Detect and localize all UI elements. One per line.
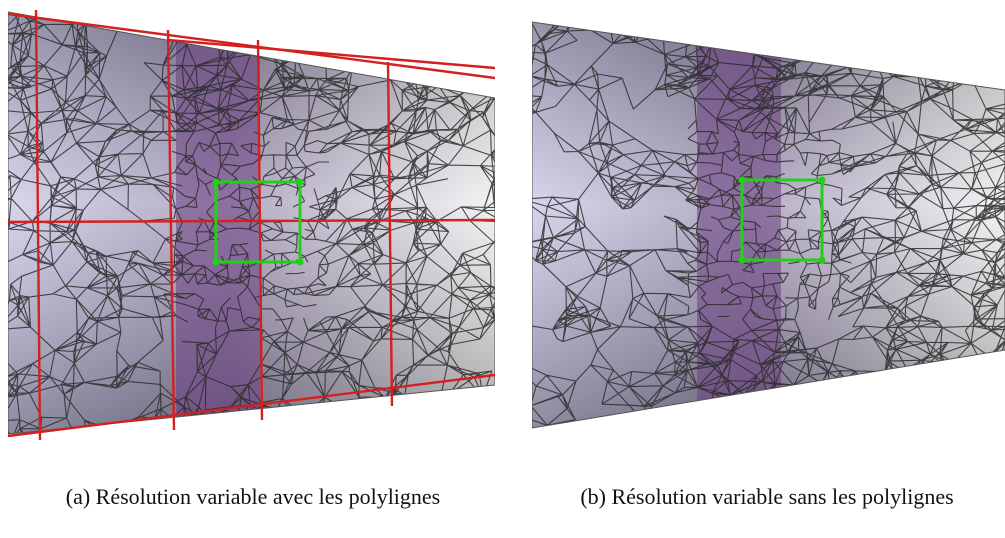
selection-handle — [738, 176, 746, 184]
mesh-wireframe — [532, 22, 1005, 428]
selection-rectangle — [212, 178, 304, 266]
caption-a: (a) Résolution variable avec les polylig… — [65, 484, 441, 509]
polyline-grid — [8, 10, 495, 440]
figure-b — [532, 20, 1005, 440]
selection-handle — [818, 256, 826, 264]
caption-b: (b) Résolution variable sans les polylig… — [580, 484, 954, 509]
selection-handle — [212, 258, 220, 266]
mesh-render-b — [532, 21, 1005, 429]
selection-handle — [738, 256, 746, 264]
selection-handle — [296, 258, 304, 266]
selection-handle — [212, 178, 220, 186]
mesh-render-a — [8, 10, 495, 440]
selection-handle — [818, 176, 826, 184]
selection-rectangle — [738, 176, 826, 264]
selection-handle — [296, 178, 304, 186]
figure-a — [8, 10, 495, 440]
